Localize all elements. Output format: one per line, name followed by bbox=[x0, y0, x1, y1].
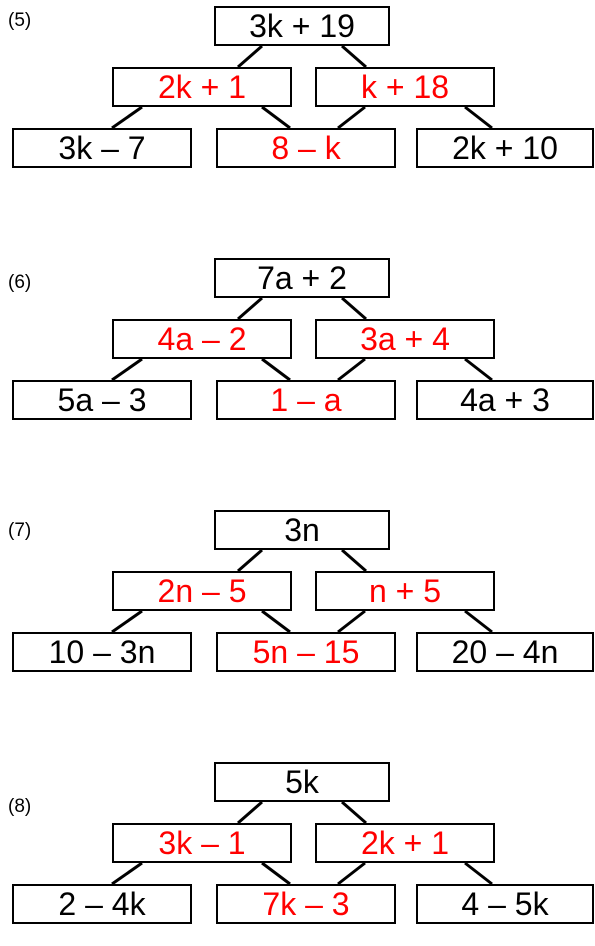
connector-lines bbox=[111, 296, 493, 382]
bottom-right-brick: 4 – 5k bbox=[416, 884, 594, 924]
bottom-middle-brick: 5n – 15 bbox=[216, 632, 396, 672]
middle-left-brick: 4a – 2 bbox=[112, 319, 292, 359]
middle-right-brick: k + 18 bbox=[315, 67, 495, 107]
middle-right-brick: n + 5 bbox=[315, 571, 495, 611]
connector-lines bbox=[111, 800, 493, 886]
problem-number: (8) bbox=[8, 796, 32, 817]
bottom-right-brick: 20 – 4n bbox=[416, 632, 594, 672]
middle-right-brick: 2k + 1 bbox=[315, 823, 495, 863]
top-brick: 3k + 19 bbox=[214, 6, 390, 46]
pyramid-6: (6) 7a + 2 4a – 2 3a + 4 5a – 3 1 – a 4a… bbox=[0, 252, 595, 442]
pyramid-5: (5) 3k + 19 2k + 1 k + 18 3k – 7 8 – k 2… bbox=[0, 0, 595, 190]
problem-number: (5) bbox=[8, 10, 32, 31]
bottom-left-brick: 10 – 3n bbox=[12, 632, 192, 672]
top-brick: 3n bbox=[214, 510, 390, 550]
connector-lines bbox=[111, 548, 493, 634]
bottom-right-brick: 4a + 3 bbox=[416, 380, 594, 420]
middle-right-brick: 3a + 4 bbox=[315, 319, 495, 359]
bottom-left-brick: 5a – 3 bbox=[12, 380, 192, 420]
bottom-middle-brick: 1 – a bbox=[216, 380, 396, 420]
top-brick: 7a + 2 bbox=[214, 258, 390, 298]
top-brick: 5k bbox=[214, 762, 390, 802]
pyramid-8: (8) 5k 3k – 1 2k + 1 2 – 4k 7k – 3 4 – 5… bbox=[0, 756, 595, 946]
middle-left-brick: 2k + 1 bbox=[112, 67, 292, 107]
bottom-middle-brick: 8 – k bbox=[216, 128, 396, 168]
pyramid-7: (7) 3n 2n – 5 n + 5 10 – 3n 5n – 15 20 –… bbox=[0, 504, 595, 694]
bottom-middle-brick: 7k – 3 bbox=[216, 884, 396, 924]
problem-number: (6) bbox=[8, 272, 32, 293]
problem-number: (7) bbox=[8, 520, 32, 541]
middle-left-brick: 2n – 5 bbox=[112, 571, 292, 611]
middle-left-brick: 3k – 1 bbox=[112, 823, 292, 863]
bottom-right-brick: 2k + 10 bbox=[416, 128, 594, 168]
bottom-left-brick: 2 – 4k bbox=[12, 884, 192, 924]
connector-lines bbox=[111, 44, 493, 130]
bottom-left-brick: 3k – 7 bbox=[12, 128, 192, 168]
